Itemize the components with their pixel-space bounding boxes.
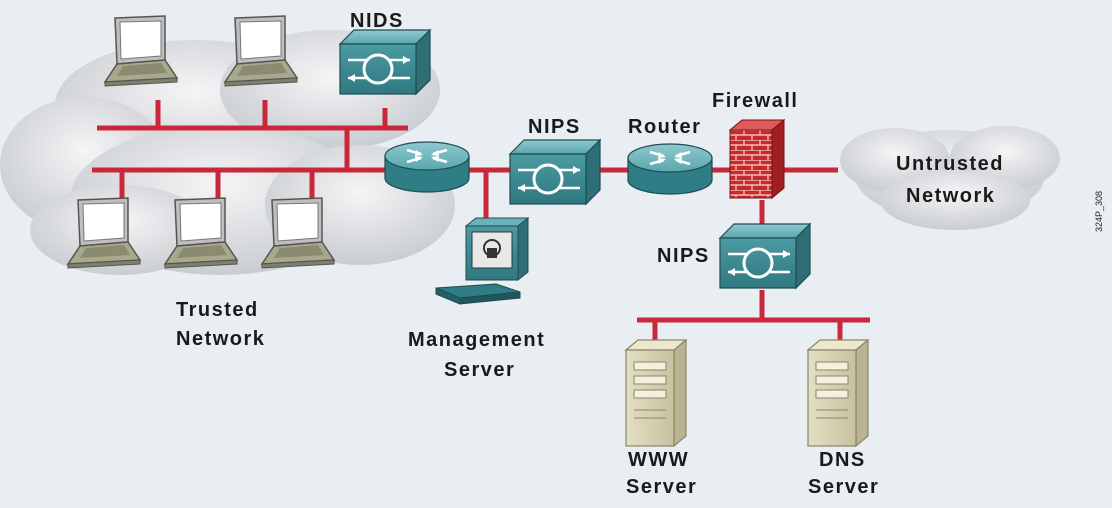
www-label-line2: Server [626,476,697,498]
www-label-line1: WWW [628,449,689,471]
nips-top-label: NIPS [528,116,581,138]
untrusted-label-line2: Network [906,185,995,207]
nips-bottom-label: NIPS [657,245,710,267]
figure-id: 324P_308 [1094,191,1104,232]
router-icon [626,142,714,196]
router-icon [383,140,471,194]
firewall-label: Firewall [712,90,798,112]
management-server-icon [435,216,530,305]
untrusted-network-cloud [840,126,1060,230]
nips-sensor-icon [718,222,812,290]
trusted-label-line1: Trusted [176,299,259,321]
nips-sensor-icon [508,138,602,206]
management-label-line1: Management [408,329,545,351]
www-server-icon [625,339,687,447]
trusted-label-line2: Network [176,328,265,350]
nids-sensor-icon [338,28,432,96]
management-label-line2: Server [444,359,515,381]
firewall-icon [728,118,786,200]
nids-label: NIDS [350,10,404,32]
dns-server-icon [807,339,869,447]
router-label: Router [628,116,701,138]
untrusted-label-line1: Untrusted [896,153,1004,175]
dns-label-line1: DNS [819,449,866,471]
dns-label-line2: Server [808,476,879,498]
